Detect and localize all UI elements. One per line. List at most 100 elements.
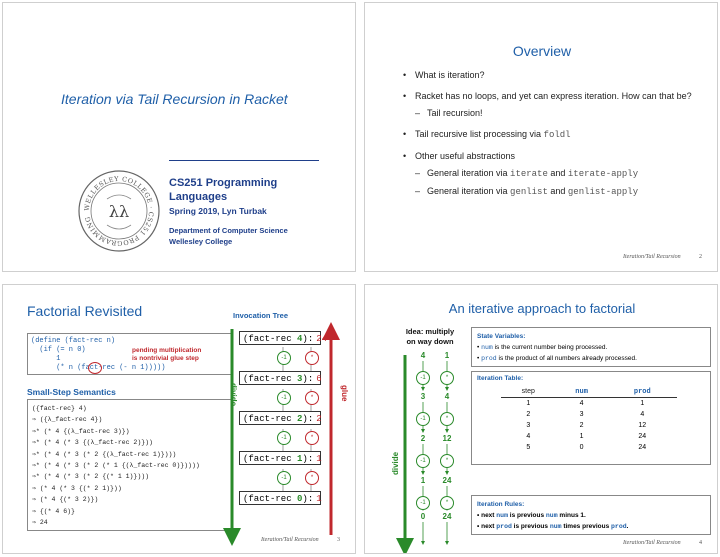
course-term: Spring 2019, Lyn Turbak	[169, 206, 267, 216]
small-step-line: ⇒ 24	[32, 519, 48, 527]
small-step-line: ⇒* (* 4 {(λ_fact-rec 3)})	[32, 427, 130, 435]
table-cell: 24	[638, 433, 647, 440]
small-step-line: ⇒* (* 4 (* 3 (* 2 {(λ_fact-rec 1)})))	[32, 450, 177, 458]
times-node: *	[440, 412, 454, 426]
rule-prod: • next prod is previous num times previo…	[477, 523, 629, 530]
slide3-title: Factorial Revisited	[27, 303, 143, 319]
ladder-num: 3	[420, 392, 426, 401]
small-step-line: ⇒* (* 4 (* 3 {(λ_fact-rec 2)}))	[32, 439, 153, 447]
table-cell: 0	[579, 444, 584, 451]
overview-bullets: •What is iteration? •Racket has no loops…	[403, 69, 703, 198]
slide4-page: 4	[699, 540, 702, 546]
small-step-line: ⇒ {(* 4 6)}	[32, 507, 75, 515]
note-glue-step: is nontrivial glue step	[132, 355, 199, 362]
invocation-node: (fact-rec 1):1	[239, 451, 322, 465]
ladder-num: 0	[420, 512, 426, 521]
ladder-num: 4	[420, 351, 426, 360]
bullet-other-abstractions: •Other useful abstractions	[403, 151, 516, 161]
seal-icon: WELLESLEY COLLEGE · CS251 PROGRAMMING LA…	[73, 163, 160, 252]
table-row: 5 0 24	[501, 442, 677, 453]
fact-rec-code: (define (fact-rec n) (if (= n 0) 1 (* n …	[27, 333, 232, 375]
table-cell: 2	[579, 422, 584, 429]
ladder-num: 1	[420, 476, 426, 485]
times-node: *	[305, 431, 319, 445]
table-cell: 4	[640, 411, 645, 418]
slide3-footer: Iteration/Tail Recursion	[261, 537, 319, 543]
ladder-prod: 4	[444, 392, 450, 401]
minus-one-node: -1	[277, 351, 291, 365]
minus-one-node: -1	[277, 471, 291, 485]
small-step-title: Small-Step Semantics	[27, 387, 116, 397]
bullet-iterate: –General iteration via iterate and itera…	[415, 168, 639, 179]
bullet-tail-recursion: –Tail recursion!	[415, 108, 483, 118]
slide-factorial-revisited: Factorial Revisited Invocation Tree (def…	[2, 284, 356, 554]
bullet-foldl: •Tail recursive list processing via fold…	[403, 129, 571, 140]
table-row: 2 3 4	[501, 409, 677, 420]
bullet-genlist: –General iteration via genlist and genli…	[415, 186, 639, 197]
table-cell: 1	[579, 433, 584, 440]
table-cell: 5	[526, 444, 531, 451]
minus-one-node: -1	[416, 371, 430, 385]
small-step-list: ({fact-rec} 4) ⇒ ({λ_fact-rec 4}) ⇒* (* 4 …	[32, 403, 227, 528]
college: Wellesley College	[169, 237, 233, 246]
svg-text:λλ: λλ	[109, 202, 129, 221]
small-step-line: ⇒ ({λ_fact-rec 4})	[32, 416, 103, 424]
bullet-what-is-iteration: •What is iteration?	[403, 70, 485, 80]
invocation-tree-title: Invocation Tree	[233, 311, 289, 320]
highlight-circle	[88, 362, 102, 374]
ladder-prod: 12	[442, 434, 452, 443]
times-node: *	[305, 471, 319, 485]
small-step-line: ⇒ (* 4 {(* 3 2)})	[32, 496, 99, 504]
table-cell: 4	[579, 400, 584, 407]
invocation-node: (fact-rec 3):6	[239, 371, 322, 385]
table-cell: 3	[579, 411, 584, 418]
slide4-footer: Iteration/Tail Recursion	[623, 540, 681, 546]
divide-label: divide	[229, 383, 238, 407]
iteration-rules-box: Iteration Rules: • next num is previous …	[471, 495, 711, 535]
ladder-prod: 1	[444, 351, 450, 360]
college-seal: WELLESLEY COLLEGE · CS251 PROGRAMMING LA…	[73, 163, 161, 253]
slide2-page: 2	[699, 254, 702, 260]
times-node: *	[305, 391, 319, 405]
table-row: 1 4 1	[501, 398, 677, 410]
ladder-prod: 24	[442, 512, 452, 521]
slide-overview: Overview •What is iteration? •Racket has…	[364, 2, 718, 272]
divide-label-4: divide	[391, 451, 400, 475]
invocation-node: (fact-rec 0):1	[239, 491, 322, 505]
slide-title: Iteration via Tail Recursion in Racket W…	[2, 2, 356, 272]
slide4-title: An iterative approach to factorial	[448, 301, 636, 316]
glue-label: glue	[340, 385, 349, 402]
slide1-title: Iteration via Tail Recursion in Racket	[61, 91, 288, 107]
state-variables-box: State Variables: • num is the current nu…	[471, 327, 711, 367]
table-cell: 1	[526, 400, 531, 407]
slide-iterative-factorial: An iterative approach to factorial Idea:…	[364, 284, 718, 554]
table-cell: 1	[640, 400, 645, 407]
table-cell: 12	[638, 422, 647, 429]
times-node: *	[305, 351, 319, 365]
minus-one-node: -1	[416, 454, 430, 468]
times-node: *	[440, 454, 454, 468]
table-cell: 4	[526, 433, 531, 440]
small-step-line: ({fact-rec} 4)	[32, 405, 87, 412]
ladder-prod: 24	[442, 476, 452, 485]
state-var-num: • num is the current number being proces…	[477, 344, 608, 351]
minus-one-node: -1	[416, 412, 430, 426]
small-step-line: ⇒ (* 4 (* 3 {(* 2 1)}))	[32, 484, 122, 492]
course-name: CS251 Programming Languages	[169, 177, 278, 203]
times-node: *	[440, 371, 454, 385]
idea-note: Idea: multiply on way down	[405, 327, 455, 346]
slide3-page: 3	[337, 537, 340, 543]
invocation-node: (fact-rec 4):24	[239, 331, 327, 345]
department: Department of Computer Science	[169, 226, 288, 235]
invocation-node: (fact-rec 2):2	[239, 411, 322, 425]
table-cell: 2	[526, 411, 531, 418]
minus-one-node: -1	[416, 496, 430, 510]
bullet-no-loops: •Racket has no loops, and yet can expres…	[403, 91, 692, 101]
note-pending-mult: pending multiplication	[132, 347, 202, 354]
slide2-footer: Iteration/Tail Recursion	[623, 254, 681, 260]
table-cell: 24	[638, 444, 647, 451]
times-node: *	[440, 496, 454, 510]
slide2-title: Overview	[512, 43, 572, 59]
